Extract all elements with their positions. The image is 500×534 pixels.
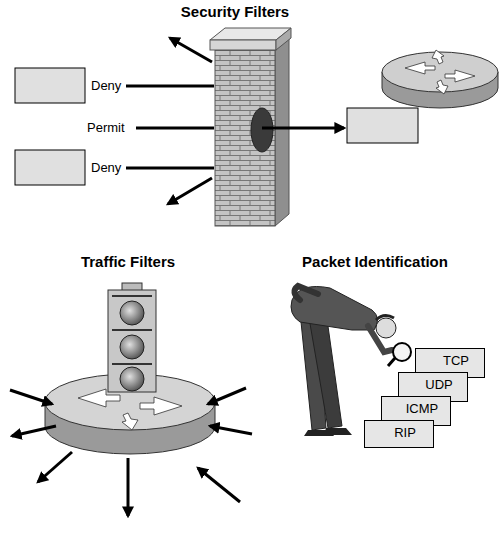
flow-line: [126, 85, 214, 88]
wall-hole: [251, 108, 273, 152]
light-visor: [112, 296, 152, 364]
section-heading: Security Filters: [160, 4, 310, 20]
filter-label: Permit: [87, 120, 125, 136]
brick-wall: [215, 50, 275, 226]
magnifying-glass: [393, 343, 411, 361]
protocol-name: TCP: [416, 352, 484, 369]
flow-line: [136, 127, 214, 130]
deny-arrow: [170, 38, 212, 62]
section-heading: Packet Identification: [275, 254, 475, 270]
protocol-name: RIP: [365, 424, 433, 441]
permit-arrow: [262, 127, 344, 130]
traffic-light: [108, 290, 156, 392]
packet-box: [347, 108, 418, 143]
flow-line: [126, 167, 214, 170]
wall-cap: [276, 28, 291, 50]
filter-label: Deny: [91, 78, 121, 94]
router-arrows: [405, 50, 475, 94]
filter-label: Deny: [91, 160, 121, 176]
light-lamp: [120, 367, 144, 391]
light-lamp: [120, 335, 144, 359]
packet-box: [15, 150, 85, 185]
deny-arrow: [168, 178, 212, 204]
wall-side: [275, 38, 289, 226]
wall-cap: [210, 40, 276, 50]
section-heading: Traffic Filters: [53, 254, 203, 270]
traffic-arrows: [10, 388, 252, 516]
protocol-name: ICMP: [382, 400, 450, 417]
protocol-box: RIP: [364, 420, 434, 448]
protocol-name: UDP: [399, 376, 467, 393]
light-lamp: [120, 301, 144, 325]
packet-box: [15, 68, 85, 103]
